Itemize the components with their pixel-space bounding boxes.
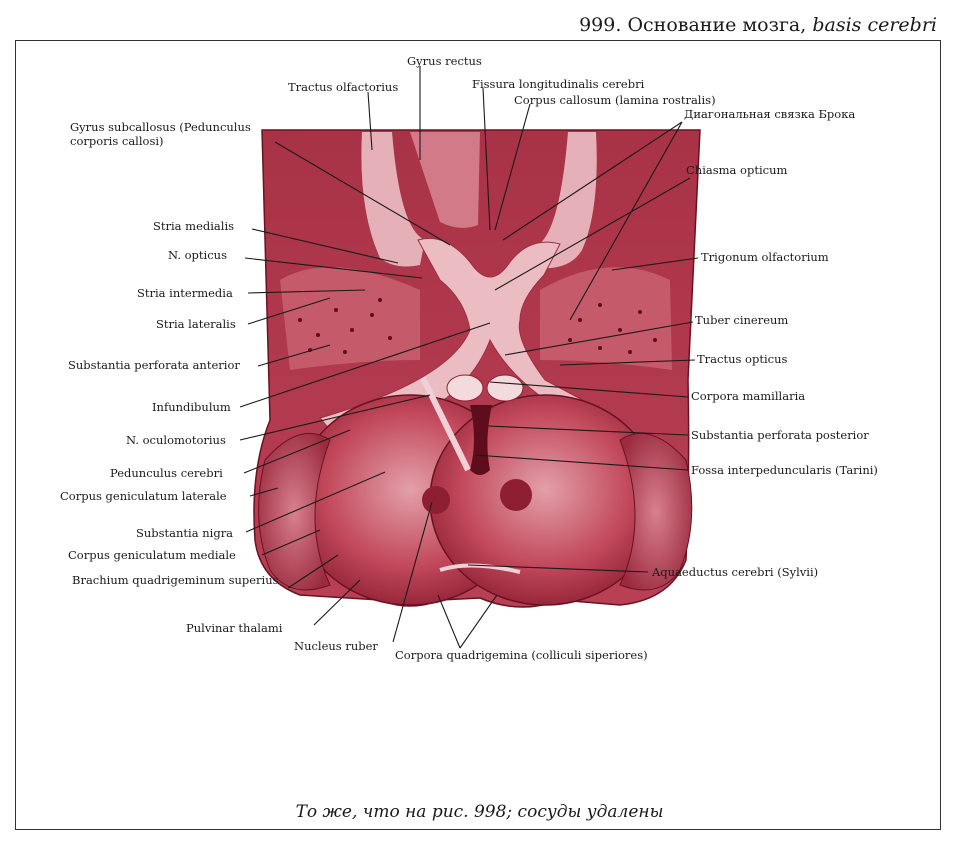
trigonum-right-region: [540, 267, 672, 370]
label-gyrus-subcallosus-1: Gyrus subcallosus (Pedunculus: [70, 120, 251, 134]
leader-lines: [239, 66, 699, 649]
labels: Gyrus rectus Tractus olfactorius Fissura…: [60, 54, 878, 662]
figure-title: 999. Основание мозга, basis cerebri: [579, 14, 937, 36]
label-n-opticus: N. opticus: [168, 248, 227, 262]
label-substantia-perforata-posterior: Substantia perforata posterior: [691, 428, 869, 442]
label-trigonum-olfactorium: Trigonum olfactorium: [701, 250, 829, 264]
n-oculomotorius-shape: [420, 376, 471, 472]
label-diagonal-band-broca: Диагональная связка Брока: [684, 107, 855, 121]
figure-frame: [15, 40, 941, 830]
label-tractus-opticus: Tractus opticus: [697, 352, 787, 366]
label-stria-lateralis: Stria lateralis: [156, 317, 236, 331]
label-infundibulum: Infundibulum: [152, 400, 231, 414]
label-fissura-longitudinalis: Fissura longitudinalis cerebri: [472, 77, 645, 91]
brain-base-specimen: [253, 129, 701, 608]
corpus-mamillare-left: [446, 374, 484, 402]
figure-title-lat: basis cerebri: [812, 14, 937, 36]
label-nucleus-ruber: Nucleus ruber: [294, 639, 378, 653]
label-substantia-nigra: Substantia nigra: [136, 526, 233, 540]
label-fossa-interpeduncularis: Fossa interpeduncularis (Tarini): [691, 463, 878, 477]
figure-title-ru: Основание мозга,: [627, 14, 807, 36]
label-corpora-quadrigemina: Corpora quadrigemina (colliculi siperior…: [395, 648, 648, 662]
label-corpus-geniculatum-mediale: Corpus geniculatum mediale: [68, 548, 236, 562]
label-aquaeductus-cerebri: Aquaeductus cerebri (Sylvii): [651, 565, 818, 579]
label-gyrus-subcallosus-2: corporis callosi): [70, 134, 164, 148]
trigonum-left-region: [280, 267, 420, 370]
perforated-dots: [298, 298, 657, 354]
label-tuber-cinereum: Tuber cinereum: [695, 313, 788, 327]
fossa-interpeduncularis-shape: [470, 405, 492, 475]
label-pedunculus-cerebri: Pedunculus cerebri: [110, 466, 223, 480]
figure-caption: То же, что на рис. 998; сосуды удалены: [295, 802, 664, 822]
label-corpus-callosum: Corpus callosum (lamina rostralis): [514, 93, 716, 107]
corpus-mamillare-right: [486, 374, 524, 402]
label-brachium-quadrigeminum: Brachium quadrigeminum superius: [72, 573, 279, 587]
label-stria-medialis: Stria medialis: [153, 219, 234, 233]
label-pulvinar-thalami: Pulvinar thalami: [186, 621, 283, 635]
nucleus-ruber-right: [500, 479, 532, 511]
nucleus-ruber-left: [422, 486, 450, 514]
label-n-oculomotorius: N. oculomotorius: [126, 433, 226, 447]
corpus-geniculatum-right: [619, 432, 693, 591]
label-chiasma-opticum: Chiasma opticum: [686, 163, 787, 177]
tractus-olfactorius-left: [361, 132, 425, 267]
label-stria-intermedia: Stria intermedia: [137, 286, 233, 300]
label-corpora-mamillaria: Corpora mamillaria: [691, 389, 805, 403]
figure-number: 999.: [579, 14, 622, 36]
label-substantia-perforata-anterior: Substantia perforata anterior: [68, 358, 240, 372]
gyrus-rectus-shape: [410, 132, 480, 228]
label-tractus-olfactorius: Tractus olfactorius: [288, 80, 398, 94]
label-gyrus-rectus: Gyrus rectus: [407, 54, 482, 68]
tractus-olfactorius-right: [538, 132, 597, 269]
label-corpus-geniculatum-laterale: Corpus geniculatum laterale: [60, 489, 227, 503]
